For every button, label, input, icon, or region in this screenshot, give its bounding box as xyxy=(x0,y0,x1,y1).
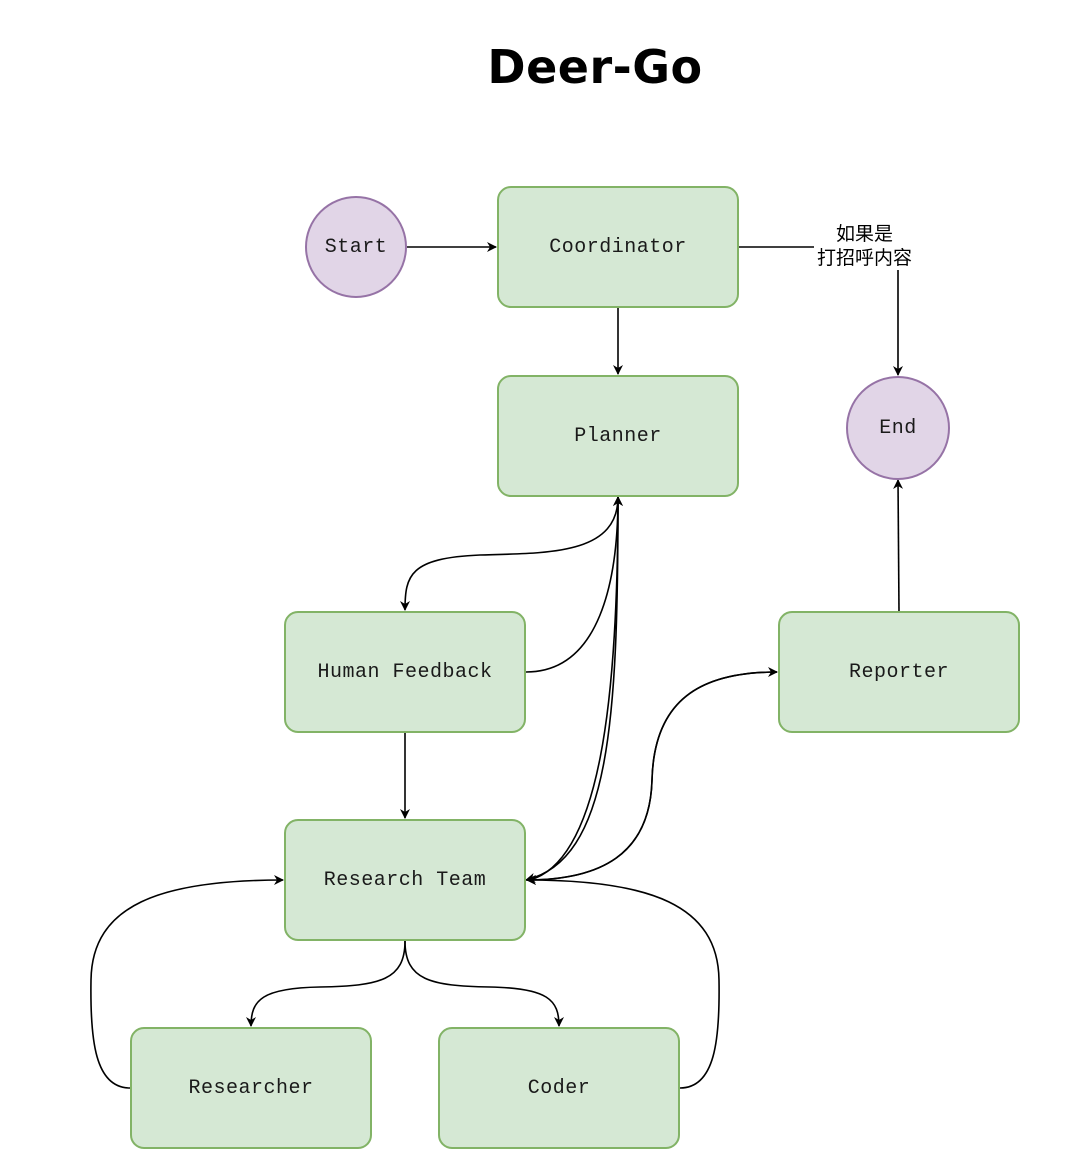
node-start[interactable]: Start xyxy=(305,196,407,298)
node-end-label: End xyxy=(879,416,917,440)
node-research-team[interactable]: Research Team xyxy=(284,819,526,941)
edge-coder-research-team xyxy=(526,875,720,1089)
node-human-feedback[interactable]: Human Feedback xyxy=(284,611,526,733)
node-coordinator-label: Coordinator xyxy=(549,235,687,259)
node-coder[interactable]: Coder xyxy=(438,1027,680,1149)
node-researcher-label: Researcher xyxy=(188,1076,314,1100)
edge-reporter-end xyxy=(893,479,904,612)
node-start-label: Start xyxy=(324,235,388,259)
node-reporter[interactable]: Reporter xyxy=(778,611,1020,733)
edge-planner-human-feedback xyxy=(400,496,619,611)
node-researcher[interactable]: Researcher xyxy=(130,1027,372,1149)
node-reporter-label: Reporter xyxy=(848,660,949,684)
diagram-title: Deer-Go xyxy=(487,40,703,94)
edge-label-line-1: 如果是 xyxy=(836,223,894,245)
node-planner-label: Planner xyxy=(574,424,662,448)
node-coder-label: Coder xyxy=(527,1076,591,1100)
edge-research-team-coder xyxy=(404,940,564,1027)
edge-label-line-2: 打招呼内容 xyxy=(817,247,913,269)
node-coordinator[interactable]: Coordinator xyxy=(497,186,739,308)
node-end[interactable]: End xyxy=(846,376,950,480)
edge-planner-research-team xyxy=(525,496,619,883)
edge-human-feedback-planner xyxy=(525,496,623,673)
node-human-feedback-label: Human Feedback xyxy=(317,660,493,684)
node-research-team-label: Research Team xyxy=(323,868,487,892)
edge-researcher-research-team xyxy=(90,875,284,1089)
node-planner[interactable]: Planner xyxy=(497,375,739,497)
edge-research-team-researcher xyxy=(246,940,406,1027)
edge-label-greeting: 如果是 打招呼内容 xyxy=(814,222,916,270)
edge-reporter-research-team xyxy=(526,671,778,885)
edge-research-team-planner xyxy=(529,496,623,881)
